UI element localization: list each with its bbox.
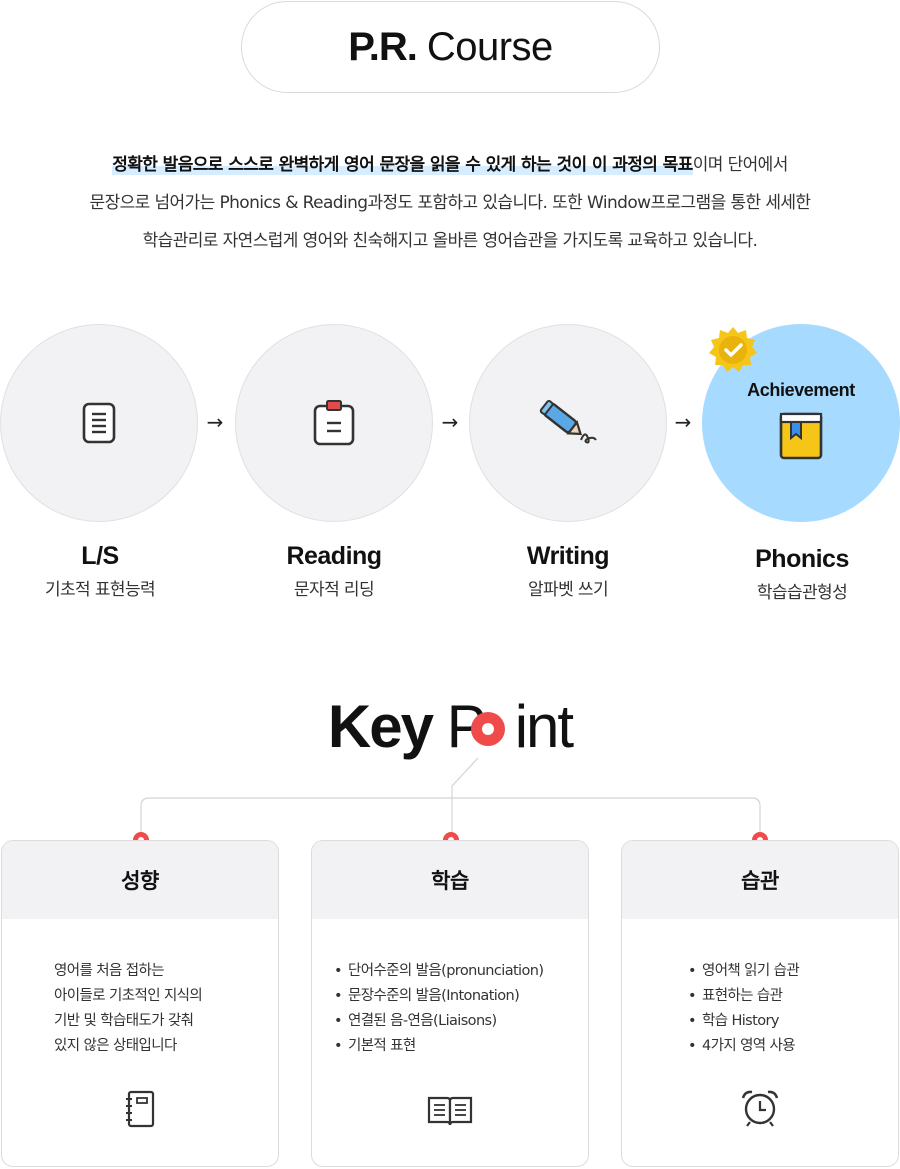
step-title: L/S bbox=[81, 542, 119, 570]
list-item: 영어책 읽기 습관 bbox=[688, 959, 898, 984]
key-point-word2-end: int bbox=[514, 693, 574, 760]
card-text-line: 아이들로 기초적인 지식의 bbox=[54, 988, 203, 1004]
achievement-badge-icon bbox=[709, 327, 757, 372]
step-arrow-1: → bbox=[206, 410, 224, 434]
intro-text: 정확한 발음으로 스스로 완벽하게 영어 문장을 읽을 수 있게 하는 것이 이… bbox=[0, 146, 900, 260]
step-title: Reading bbox=[286, 542, 382, 570]
step-arrow-2: → bbox=[441, 410, 459, 434]
intro-line-3: 학습관리로 자연스럽게 영어와 친숙해지고 올바른 영어습관을 가지도록 교육하… bbox=[142, 231, 758, 251]
list-item: 학습 History bbox=[688, 1009, 898, 1034]
alarm-clock-icon bbox=[741, 1090, 779, 1127]
list-item: 단어수준의 발음(pronunciation) bbox=[334, 959, 588, 984]
step-subtitle: 기초적 표현능력 bbox=[44, 580, 156, 600]
step-circle-writing bbox=[469, 324, 667, 522]
step-arrow-3: → bbox=[674, 410, 692, 434]
card-text-line: 있지 않은 상태입니다 bbox=[54, 1038, 177, 1054]
card-title: 성향 bbox=[2, 841, 278, 919]
key-point-word1: Key bbox=[327, 693, 434, 760]
step-subtitle: 문자적 리딩 bbox=[293, 580, 375, 600]
list-item: 기본적 표현 bbox=[334, 1034, 588, 1059]
intro-line1-rest: 이며 단어에서 bbox=[692, 155, 789, 175]
card-text-line: 기반 및 학습태도가 갖춰 bbox=[54, 1013, 194, 1029]
notebook-icon bbox=[126, 1090, 155, 1128]
document-icon bbox=[82, 402, 116, 444]
step-label-ls: L/S 기초적 표현능력 bbox=[0, 542, 200, 600]
card-body: 영어책 읽기 습관 표현하는 습관 학습 History 4가지 영역 사용 bbox=[622, 919, 898, 1059]
intro-line-2: 문장으로 넘어가는 Phonics & Reading과정도 포함하고 있습니다… bbox=[89, 193, 812, 213]
course-title-bold: P.R. bbox=[348, 24, 418, 69]
intro-line-1: 정확한 발음으로 스스로 완벽하게 영어 문장을 읽을 수 있게 하는 것이 이… bbox=[0, 146, 900, 184]
card-body: 영어를 처음 접하는 아이들로 기초적인 지식의 기반 및 학습태도가 갖춰 있… bbox=[2, 919, 278, 1059]
intro-highlight: 정확한 발음으로 스스로 완벽하게 영어 문장을 읽을 수 있게 하는 것이 이… bbox=[112, 155, 693, 175]
card-title: 습관 bbox=[622, 841, 898, 919]
step-label-writing: Writing 알파벳 쓰기 bbox=[468, 542, 668, 600]
step-label-reading: Reading 문자적 리딩 bbox=[234, 542, 434, 600]
open-book-icon bbox=[427, 1096, 473, 1126]
key-point-dot-icon bbox=[471, 712, 505, 746]
card-title: 학습 bbox=[312, 841, 588, 919]
step-circle-reading bbox=[235, 324, 433, 522]
step-title: Phonics bbox=[755, 545, 849, 573]
list-item: 표현하는 습관 bbox=[688, 984, 898, 1009]
card-learning: 학습 단어수준의 발음(pronunciation) 문장수준의 발음(Into… bbox=[311, 840, 589, 1167]
card-habit: 습관 영어책 읽기 습관 표현하는 습관 학습 History 4가지 영역 사… bbox=[621, 840, 899, 1167]
card-body: 단어수준의 발음(pronunciation) 문장수준의 발음(Intonat… bbox=[312, 919, 588, 1059]
step-label-phonics: Phonics 학습습관형성 bbox=[702, 545, 900, 603]
card-tendency: 성향 영어를 처음 접하는 아이들로 기초적인 지식의 기반 및 학습태도가 갖… bbox=[1, 840, 279, 1167]
card-list: 단어수준의 발음(pronunciation) 문장수준의 발음(Intonat… bbox=[312, 959, 588, 1059]
list-item: 4가지 영역 사용 bbox=[688, 1034, 898, 1059]
course-title-light: Course bbox=[426, 24, 553, 69]
step-title: Writing bbox=[526, 542, 610, 570]
achievement-label: Achievement bbox=[747, 380, 855, 400]
step-subtitle: 학습습관형성 bbox=[756, 583, 848, 603]
step-subtitle: 알파벳 쓰기 bbox=[527, 580, 609, 600]
book-icon bbox=[779, 412, 823, 460]
list-item: 연결된 음-연음(Liaisons) bbox=[334, 1009, 588, 1034]
card-list: 영어책 읽기 습관 표현하는 습관 학습 History 4가지 영역 사용 bbox=[622, 959, 898, 1059]
key-point-connectors bbox=[140, 757, 761, 836]
course-title-pill: P.R. Course bbox=[241, 1, 660, 93]
step-circle-ls bbox=[0, 324, 198, 522]
pen-icon bbox=[539, 399, 597, 444]
list-item: 문장수준의 발음(Intonation) bbox=[334, 984, 588, 1009]
clipboard-icon bbox=[313, 400, 355, 446]
card-text-line: 영어를 처음 접하는 bbox=[54, 963, 165, 979]
